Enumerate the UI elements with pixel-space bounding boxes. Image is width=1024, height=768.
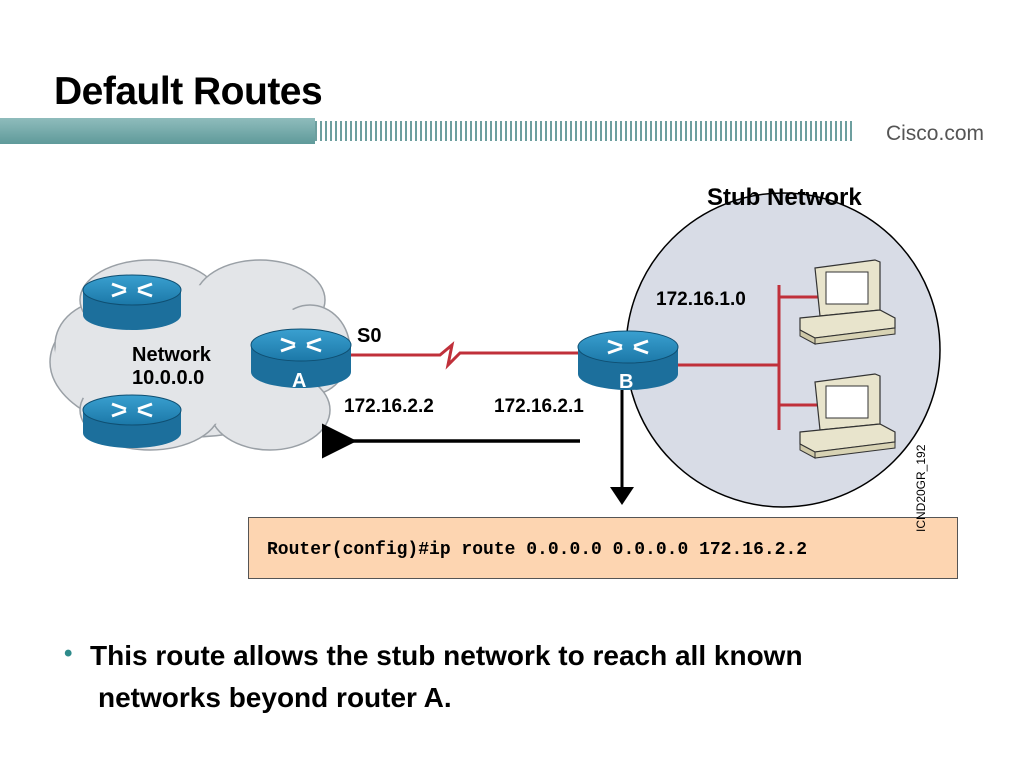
bullet-marker: • <box>64 640 73 667</box>
route-arrow-down-head <box>610 487 634 505</box>
ip-router-b-label: 172.16.2.1 <box>494 396 584 417</box>
network-label-line2: 10.0.0.0 <box>132 367 205 389</box>
header-band <box>0 118 1024 144</box>
pc-icon <box>799 373 896 459</box>
router-b-label: B <box>619 371 634 393</box>
network-label-line1: Network <box>132 344 211 366</box>
router-icon <box>82 274 182 330</box>
header-band-solid <box>0 118 315 144</box>
brand-logo: Cisco.com <box>885 122 984 145</box>
stub-subnet-label: 172.16.1.0 <box>656 289 746 310</box>
router-a-label: A <box>292 370 307 392</box>
router-a-icon <box>250 328 352 388</box>
command-box: Router(config)#ip route 0.0.0.0 0.0.0.0 … <box>248 517 958 579</box>
bullet-text-line1: This route allows the stub network to re… <box>90 640 803 671</box>
stub-lan <box>672 285 818 430</box>
router-icon <box>82 394 182 448</box>
stub-network-label: Stub Network <box>707 184 862 211</box>
pc-icon <box>799 259 896 345</box>
network-diagram <box>49 192 941 508</box>
slide-title: Default Routes <box>54 70 323 113</box>
ip-router-a-label: 172.16.2.2 <box>344 396 434 417</box>
router-b-icon <box>577 330 679 390</box>
bullet-text-line2: networks beyond router A. <box>98 682 452 713</box>
interface-label: S0 <box>357 325 382 347</box>
serial-link <box>345 341 580 370</box>
command-text: Router(config)#ip route 0.0.0.0 0.0.0.0 … <box>267 540 808 560</box>
figure-id: ICND20GR_192 <box>914 444 928 532</box>
header-band-stripes <box>315 121 855 141</box>
